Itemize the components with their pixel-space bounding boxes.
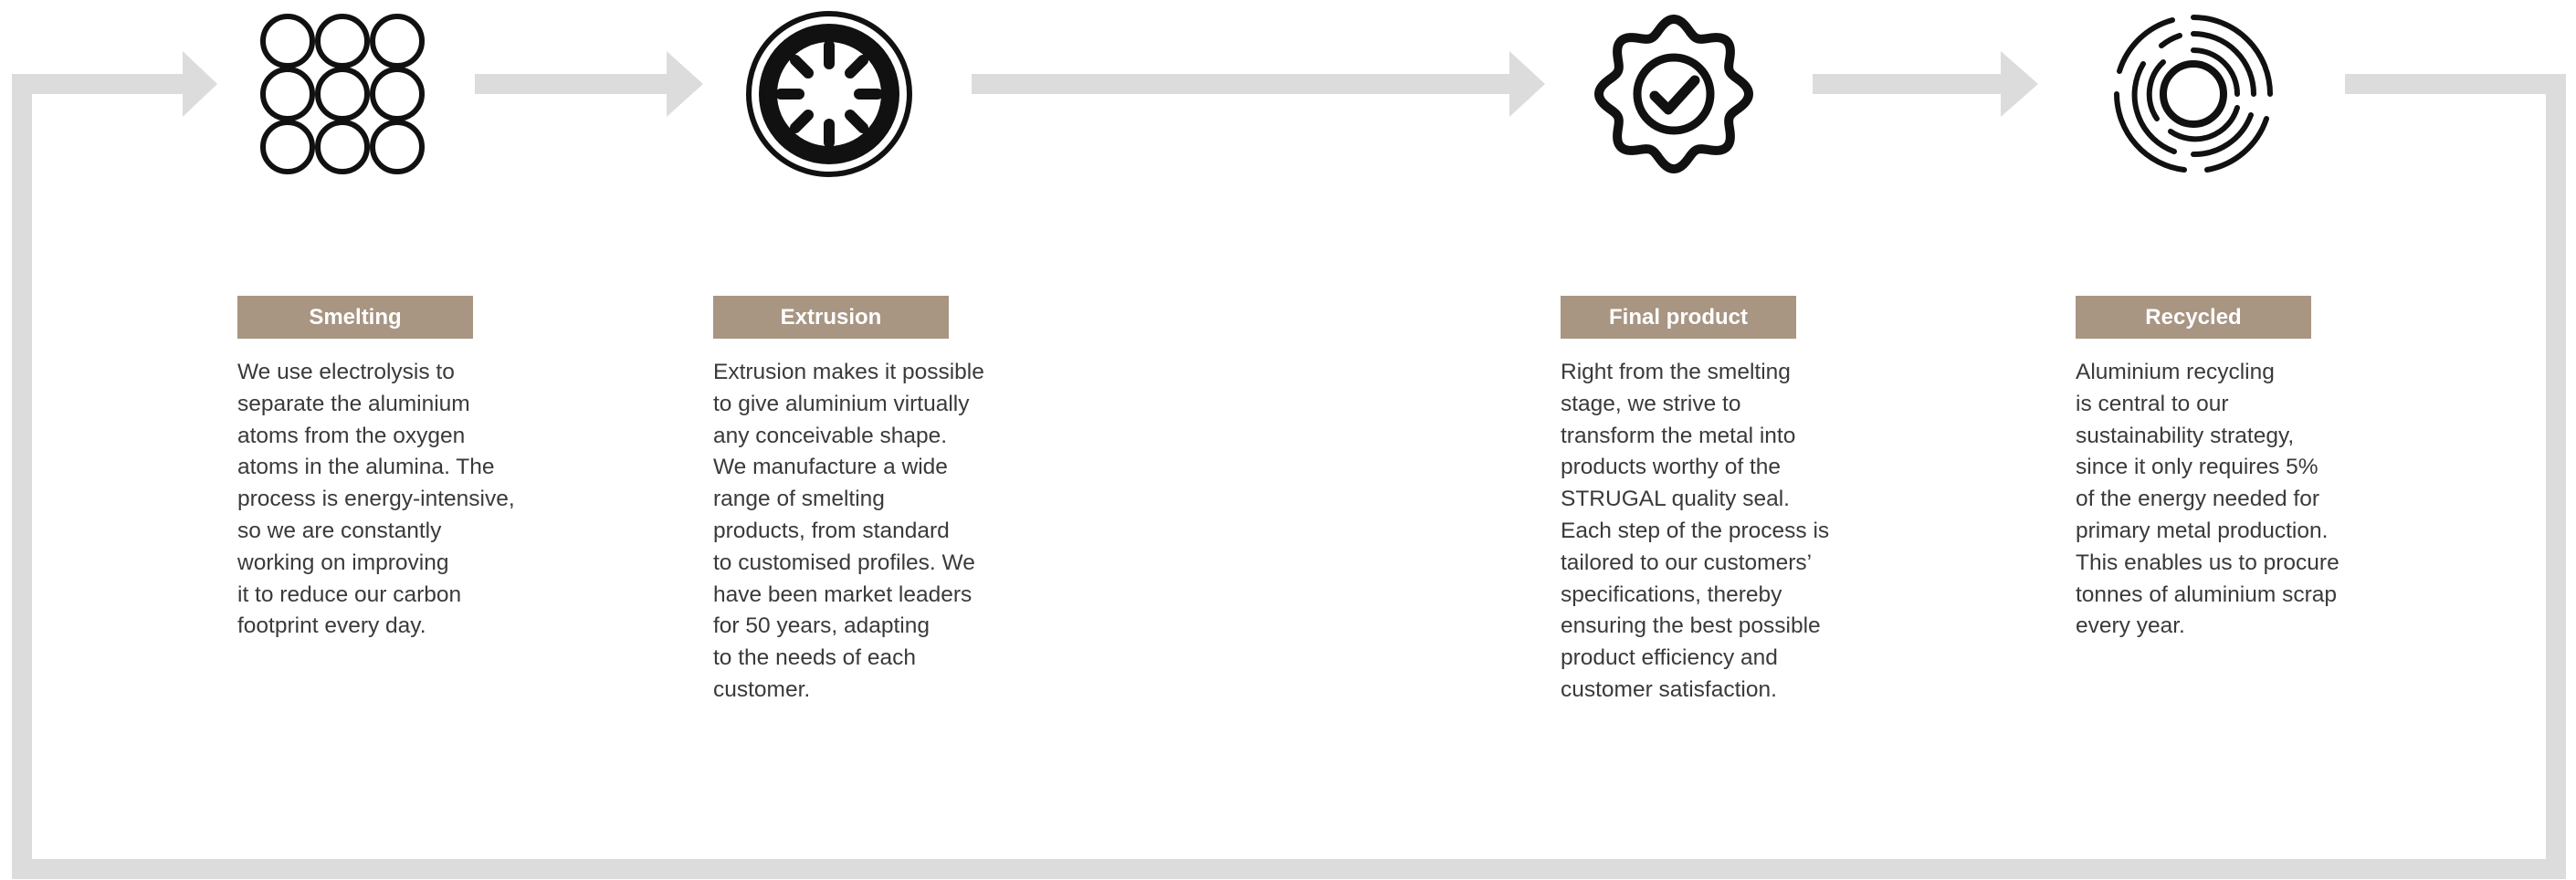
arrow-head-to-recycled (2001, 51, 2038, 117)
arrow-head-to-final-product (1509, 51, 1545, 117)
stage-description: Aluminium recycling is central to our su… (2076, 360, 2339, 639)
stage-title: Extrusion (713, 296, 949, 339)
stage-recycled: Recycled Aluminium recycling is central … (2076, 296, 2404, 643)
stage-description: We use electrolysis to separate the alum… (237, 360, 515, 639)
die-icon (742, 7, 916, 181)
seal-badge-path (1594, 15, 1753, 173)
loop-return-line (12, 74, 2566, 879)
recycling-rings-icon (2107, 7, 2280, 181)
stage-description: Extrusion makes it possible to give alum… (713, 360, 984, 702)
circle-grid-icon (256, 7, 429, 181)
seal-badge-outline (1594, 15, 1753, 173)
stage-title: Final product (1561, 296, 1796, 339)
quality-seal-check-icon (1587, 7, 1761, 181)
stage-title: Recycled (2076, 296, 2311, 339)
arrow-head-to-extrusion (667, 51, 703, 117)
arrow-head-to-smelting (183, 51, 217, 117)
stage-extrusion: Extrusion Extrusion makes it possible to… (713, 296, 1042, 707)
stage-description: Right from the smelting stage, we strive… (1561, 360, 1830, 702)
stage-smelting: Smelting We use electrolysis to separate… (237, 296, 566, 643)
stage-title: Smelting (237, 296, 473, 339)
stage-final-product: Final product Right from the smelting st… (1561, 296, 1889, 707)
